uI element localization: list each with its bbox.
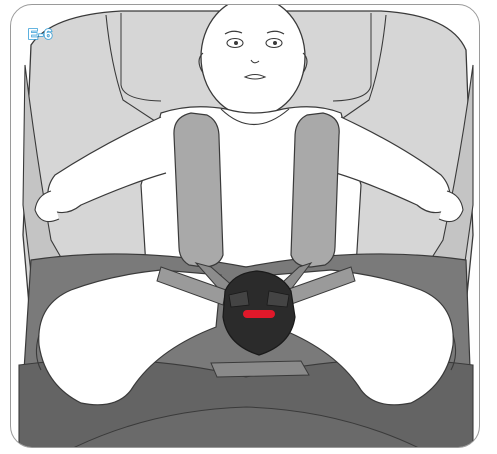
- crotch-strap-base: [210, 360, 310, 378]
- shoulder-pad-left: [173, 112, 224, 268]
- child-eyebrow-right: [266, 30, 285, 35]
- child-leg-right: [270, 269, 454, 406]
- seat-back-contour: [105, 14, 387, 126]
- car-seat-illustration: [18, 5, 474, 447]
- buckle-release-button: [243, 310, 275, 318]
- child-hand-left: [34, 190, 60, 223]
- child-head: [200, 5, 306, 118]
- child-pupil-right: [273, 41, 277, 45]
- child-ear-left: [198, 52, 204, 74]
- illustration-frame: E-6: [10, 4, 480, 448]
- seat-front-edge: [74, 406, 418, 447]
- buckle-tongue-right: [266, 290, 290, 308]
- shoulder-pad-right: [290, 112, 340, 268]
- lap-belt-left: [156, 266, 227, 306]
- child-nose: [250, 59, 260, 64]
- child-foot-right: [450, 334, 457, 371]
- buckle-tongue-left: [228, 290, 250, 308]
- child-foot-left: [35, 334, 42, 371]
- child-ear-right: [302, 52, 308, 74]
- step-label: E-6: [27, 26, 53, 43]
- child-eyebrow-left: [224, 30, 243, 35]
- seat-back-inner-panel: [120, 13, 372, 102]
- child-pupil-left: [234, 41, 238, 45]
- child-leg-left: [38, 269, 222, 406]
- child-hand-right: [438, 190, 464, 223]
- child-neckline: [220, 108, 290, 126]
- child-mouth: [243, 73, 267, 80]
